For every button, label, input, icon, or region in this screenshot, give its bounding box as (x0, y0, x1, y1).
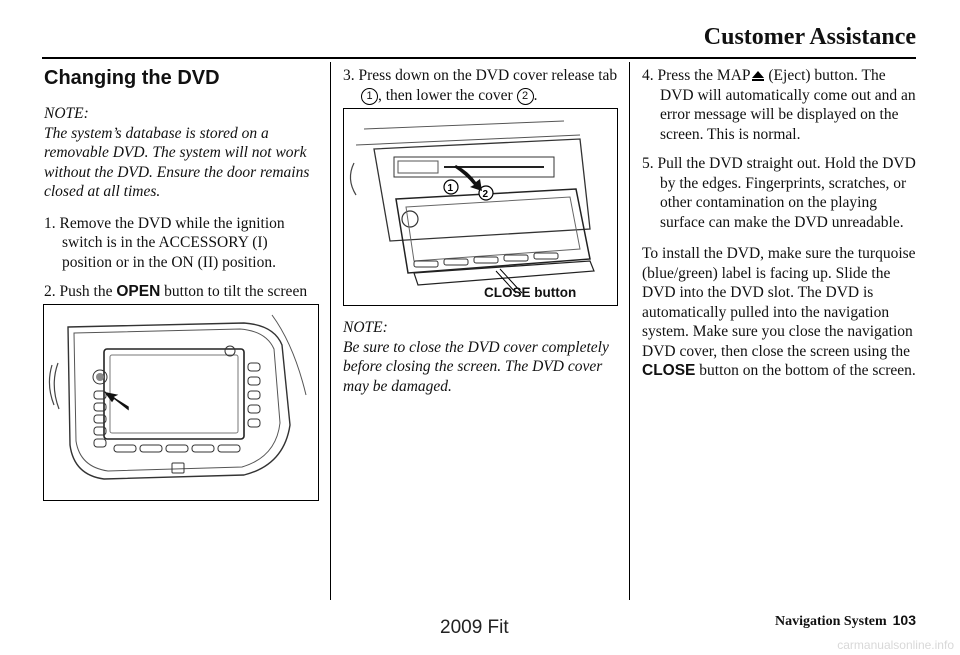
step-3-text-c: . (533, 86, 538, 104)
page-title: Customer Assistance (703, 24, 916, 50)
dvd-slot-illustration: 1 2 (349, 120, 595, 294)
install-paragraph: To install the DVD, make sure the turquo… (642, 244, 917, 381)
install-text-a: To install the DVD, make sure the turquo… (642, 245, 916, 360)
eject-icon (751, 71, 764, 81)
install-text-b: button on the bottom of the screen. (695, 362, 916, 379)
step-4-text-a: 4. Press the MAP (642, 67, 751, 84)
section-title: Changing the DVD (44, 67, 220, 89)
marker-1: 1 (361, 87, 378, 105)
footer-label: Navigation System (775, 614, 887, 629)
step-2-prefix: 2. Push the (44, 283, 117, 300)
column-2: 3. Press down on the DVD cover release t… (343, 66, 618, 115)
note2-heading: NOTE: (343, 319, 388, 336)
column-3: 4. Press the MAP (Eject) button. The DVD… (642, 66, 917, 381)
step-4-text-b: (Eject) button. The DVD will automatical… (660, 67, 916, 143)
svg-text:1: 1 (448, 183, 454, 194)
step-3: 3. Press down on the DVD cover release t… (343, 66, 618, 105)
figure-dvd-cover: 1 2 CLOSE button (343, 108, 618, 306)
header-rule (42, 57, 916, 59)
close-button-callout: CLOSE button (484, 285, 577, 300)
page-number: 103 (892, 612, 916, 628)
column-2-note: NOTE: Be sure to close the DVD cover com… (343, 318, 618, 408)
note-heading: NOTE: (44, 105, 89, 122)
navigation-unit-illustration (48, 314, 307, 480)
svg-text:2: 2 (483, 189, 489, 200)
watermark: 2009 Fit (440, 617, 509, 638)
watermark-site: carmanualsonline.info (837, 638, 954, 652)
column-1: Changing the DVD NOTE: The system’s data… (44, 66, 320, 331)
step-4: 4. Press the MAP (Eject) button. The DVD… (642, 66, 917, 144)
footer-navigation: Navigation System 103 (775, 612, 916, 630)
open-button-label: OPEN (116, 283, 161, 300)
press-arrow-icon (454, 165, 482, 191)
column-divider-2 (629, 62, 630, 600)
open-button-icon (96, 373, 104, 381)
close-button-label: CLOSE (642, 362, 696, 379)
step-5: 5. Pull the DVD straight out. Hold the D… (642, 155, 916, 231)
figure-open-button (43, 304, 319, 501)
step-3-text-a: 3. Press down on the DVD cover release t… (343, 67, 618, 84)
marker-1-icon (443, 179, 459, 195)
note-text: The system’s database is stored on a rem… (44, 124, 310, 201)
marker-2-icon (478, 185, 494, 201)
pointer-arrow-icon (104, 391, 129, 411)
step-3-text-b: , then lower the cover (378, 86, 517, 104)
note2-text: Be sure to close the DVD cover completel… (343, 338, 609, 395)
column-divider-1 (330, 62, 331, 600)
marker-2: 2 (516, 87, 534, 105)
step-1: 1. Remove the DVD while the ignition swi… (44, 214, 285, 271)
